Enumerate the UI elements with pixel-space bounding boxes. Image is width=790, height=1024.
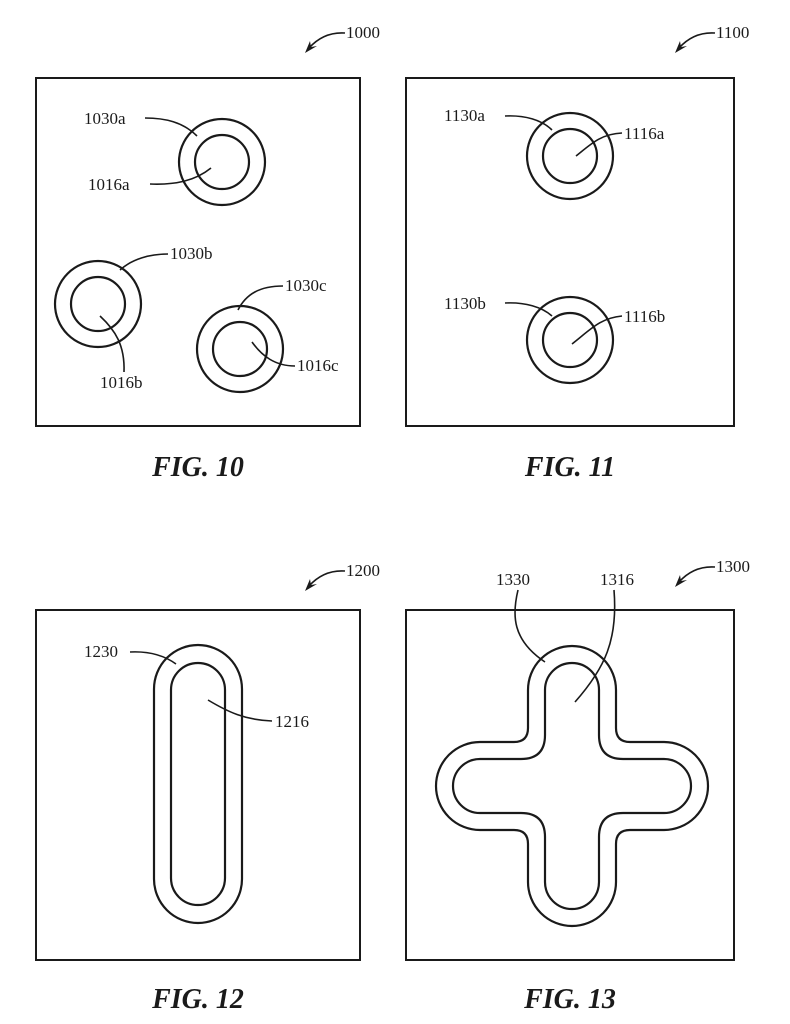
label-1016a: 1016a	[88, 175, 130, 194]
label-1030a: 1030a	[84, 109, 126, 128]
caption-fig11: FIG. 11	[524, 452, 615, 483]
ring-outer-1130b	[525, 295, 615, 385]
leader-1116a	[575, 132, 623, 157]
leader-1316	[574, 589, 616, 703]
leader-1030b	[119, 253, 169, 271]
ring-inner-1016a	[193, 133, 251, 191]
ref-label-1100: 1100	[716, 23, 749, 42]
leader-1016b	[99, 315, 125, 373]
figure-10: 1000 1030a 1016a 1030b 1016b 1030c 1016c…	[35, 23, 380, 483]
label-1030b: 1030b	[170, 244, 213, 263]
fig10-frame	[35, 77, 361, 427]
leader-1330	[514, 589, 546, 663]
ref-label-1300: 1300	[716, 557, 750, 576]
ring-inner-1016c	[211, 320, 269, 378]
ref-label-1200: 1200	[346, 561, 380, 580]
label-1330: 1330	[496, 570, 530, 589]
label-1130b: 1130b	[444, 294, 486, 313]
figure-13: 1300 1330 1316 FIG. 13	[405, 557, 750, 1015]
cross-outer-1330	[434, 644, 710, 928]
label-1230: 1230	[84, 642, 118, 661]
caption-fig13: FIG. 13	[523, 984, 616, 1015]
ref-arrow-1300: 1300	[675, 557, 750, 587]
ref-arrow-1200: 1200	[305, 561, 380, 591]
figure-12: 1200 1230 1216 FIG. 12	[35, 561, 380, 1015]
label-1016b: 1016b	[100, 373, 143, 392]
leader-1116b	[571, 315, 623, 345]
slot-inner-1216	[169, 661, 227, 907]
slot-outer-1230	[152, 643, 244, 925]
ring-outer-1130a	[525, 111, 615, 201]
label-1116b: 1116b	[624, 307, 665, 326]
leader-1016a	[149, 167, 212, 185]
leader-1130b	[504, 302, 553, 317]
leader-1030a	[144, 117, 198, 137]
cross-inner-1316	[451, 661, 693, 911]
fig12-frame	[35, 609, 361, 961]
leader-1030c	[237, 285, 284, 311]
label-1216: 1216	[275, 712, 309, 731]
fig13-frame	[405, 609, 735, 961]
label-1016c: 1016c	[297, 356, 339, 375]
leader-1216	[207, 699, 273, 722]
caption-fig12: FIG. 12	[151, 984, 244, 1015]
caption-fig10: FIG. 10	[151, 452, 244, 483]
ref-arrow-1000: 1000	[305, 23, 380, 53]
ring-inner-1116a	[541, 127, 599, 185]
label-1130a: 1130a	[444, 106, 485, 125]
label-1316: 1316	[600, 570, 634, 589]
ring-outer-1030c	[195, 304, 285, 394]
label-1116a: 1116a	[624, 124, 665, 143]
leader-1230	[129, 651, 177, 665]
ref-arrow-1100: 1100	[675, 23, 749, 53]
ring-inner-1116b	[541, 311, 599, 369]
figure-11: 1100 1130a 1116a 1130b 1116b FIG. 11	[405, 23, 749, 483]
ring-outer-1030a	[177, 117, 267, 207]
fig11-frame	[405, 77, 735, 427]
ring-inner-1016b	[69, 275, 127, 333]
leader-1016c	[251, 341, 296, 367]
label-1030c: 1030c	[285, 276, 327, 295]
ring-outer-1030b	[53, 259, 143, 349]
leader-1130a	[504, 115, 553, 131]
ref-label-1000: 1000	[346, 23, 380, 42]
